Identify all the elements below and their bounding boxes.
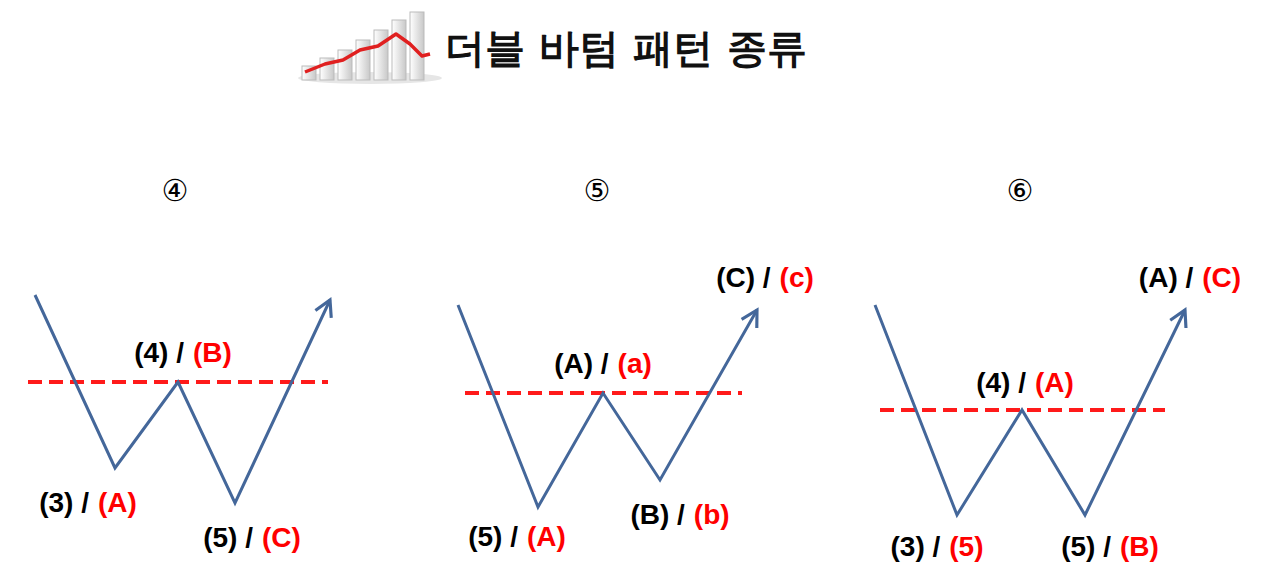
wave-label-black: (C) / [716,262,770,293]
wave-label-black: (4) / [134,337,184,368]
chart-icon [298,12,442,84]
wave-label-black: (4) / [976,367,1026,398]
wave-label-red: (A) [527,521,566,552]
wave-label-red: (B) [193,337,232,368]
wave-label: (5) / (B) [1061,532,1159,563]
wave-label-black: (3) / [890,531,940,562]
pattern-number: ④ [162,174,189,207]
wave-label-black: (5) / [203,522,253,553]
pattern-number: ⑥ [1007,174,1034,207]
wave-label-red: (A) [1035,367,1074,398]
page-title: 더블 바텀 패턴 종류 [445,21,807,76]
pattern-4 [28,295,330,503]
wave-label-black: (3) / [39,487,89,518]
wave-label: (A) / (a) [554,349,652,380]
price-path [35,295,330,503]
wave-label-black: (B) / [630,499,684,530]
pattern-5 [458,305,757,507]
wave-label-red: (C) [1202,262,1241,293]
wave-label-red: (C) [262,522,301,553]
wave-label-red: (A) [98,487,137,518]
wave-label: (B) / (b) [630,500,729,531]
wave-label-black: (5) / [468,521,518,552]
wave-label-black: ⑤ [584,174,611,207]
pattern-number: ⑤ [584,174,611,207]
wave-label-red: (5) [949,531,983,562]
wave-label: (5) / (A) [468,522,566,553]
wave-label-red: (c) [780,262,814,293]
wave-label: (3) / (5) [890,532,983,563]
wave-label: (4) / (A) [976,368,1074,399]
wave-label-red: (b) [694,499,730,530]
wave-label: (5) / (C) [203,523,301,554]
wave-label-black: ⑥ [1007,174,1034,207]
wave-label-black: (A) / [1139,262,1193,293]
pattern-6 [875,305,1185,515]
wave-label: (C) / (c) [716,263,814,294]
wave-label: (4) / (B) [134,338,232,369]
wave-label-black: (A) / [554,348,608,379]
wave-label-red: (B) [1120,531,1159,562]
price-path [875,305,1185,515]
wave-label: (A) / (C) [1139,263,1241,294]
wave-label-red: (a) [618,348,652,379]
wave-label-black: ④ [162,174,189,207]
wave-label-black: (5) / [1061,531,1111,562]
wave-label: (3) / (A) [39,488,137,519]
price-path [458,305,757,507]
